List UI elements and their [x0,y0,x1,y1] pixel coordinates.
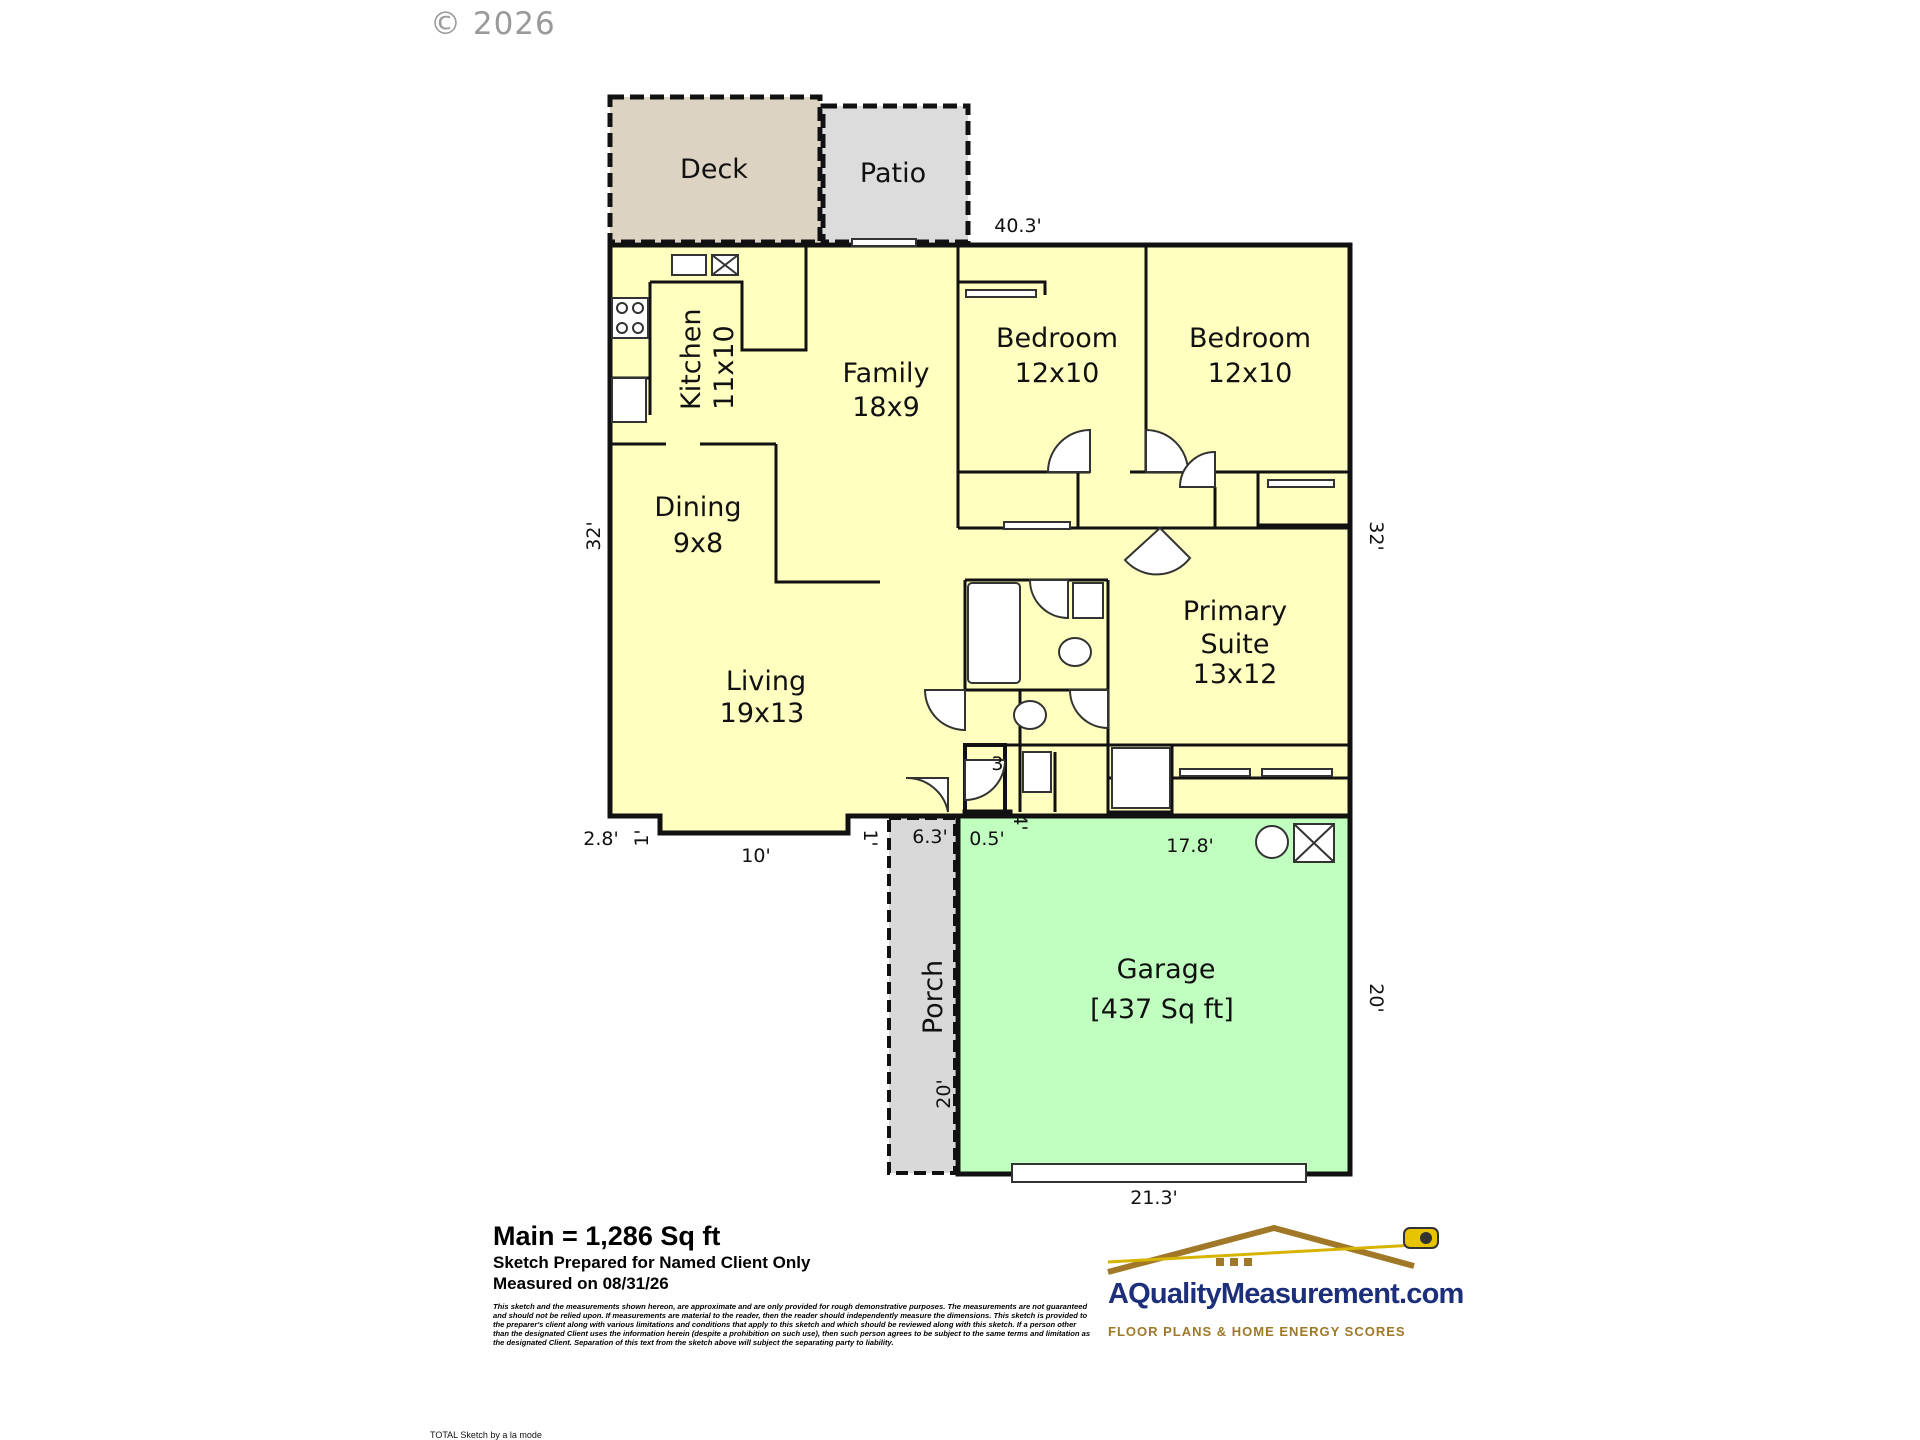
dim-porch-length: 20' [933,1079,955,1108]
bedroom-2-label: Bedroom [1189,323,1311,354]
copyright-notice: © 2026 [430,6,556,42]
garage-label: Garage [1117,954,1216,985]
dining-label: Dining [654,492,741,523]
dim-garage-bottom: 21.3' [1130,1187,1178,1209]
sketch-info: Main = 1,286 Sq ft Sketch Prepared for N… [493,1220,1113,1347]
dim-garage-top: 17.8' [1166,835,1214,857]
refrigerator [611,377,647,423]
family-label: Family [843,358,930,389]
deck-area [607,94,823,245]
bathtub [967,582,1021,684]
bedroom-1-label: Bedroom [996,323,1118,354]
family-size: 18x9 [852,392,920,423]
logo-brand-text: AQualityMeasurement.com [1108,1278,1464,1310]
kitchen-size: 11x10 [709,325,740,410]
dim-top: 40.3' [994,215,1042,237]
patio-label: Patio [860,158,926,189]
bedroom-2-size: 12x10 [1208,358,1293,389]
kitchen-sink [671,254,707,276]
dining-size: 9x8 [673,528,723,559]
fixtures [611,254,1335,863]
measured-date: Measured on 08/31/26 [493,1274,669,1293]
porch-label: Porch [918,960,949,1034]
main-area-total: Main = 1,286 Sq ft [493,1221,721,1251]
living-size: 19x13 [720,698,805,729]
dim-closet-height: 4' [1009,813,1031,830]
dim-bump-1b: 1' [859,829,881,846]
garage-door [1011,1163,1307,1183]
porch-area [887,816,957,1175]
shower [1111,747,1171,809]
dim-bump-1a: 1' [631,829,653,846]
disclaimer-text: This sketch and the measurements shown h… [493,1302,1091,1347]
primary-suite-label-1: Primary [1183,596,1287,627]
house-roof-logo-icon [1107,1224,1439,1275]
primary-suite-size: 13x12 [1193,659,1278,690]
kitchen-label: Kitchen [676,309,707,410]
bedroom-1-size: 12x10 [1015,358,1100,389]
software-credit: TOTAL Sketch by a la mode [430,1430,542,1440]
windows [851,238,1335,777]
garage-size: [437 Sq ft] [1090,994,1234,1025]
dim-left: 32' [583,521,605,550]
toilet-1 [1058,637,1092,667]
logo-tagline: FLOOR PLANS & HOME ENERGY SCORES [1108,1324,1406,1339]
dim-porch-top: 6.3' [912,826,947,848]
dim-bump-left: 2.8' [583,828,618,850]
primary-suite-label-2: Suite [1201,629,1270,660]
dim-closet-width: 3' [991,753,1008,775]
door-swings [905,428,1216,813]
water-heater [1255,825,1289,859]
prepared-note: Sketch Prepared for Named Client Only [493,1253,811,1272]
living-label: Living [726,666,806,697]
deck-label: Deck [680,154,748,185]
company-logo: AQualityMeasurement.com FLOOR PLANS & HO… [1104,1222,1464,1352]
dim-bump-width: 10' [741,845,770,867]
dim-right: 32' [1365,521,1387,550]
dim-garage-side: 20' [1365,983,1387,1012]
toilet-2 [1013,700,1047,730]
bath-sink [1072,582,1104,619]
half-bath-sink [1022,751,1052,793]
dim-entry-offset: 0.5' [969,828,1004,850]
stove [611,297,649,339]
